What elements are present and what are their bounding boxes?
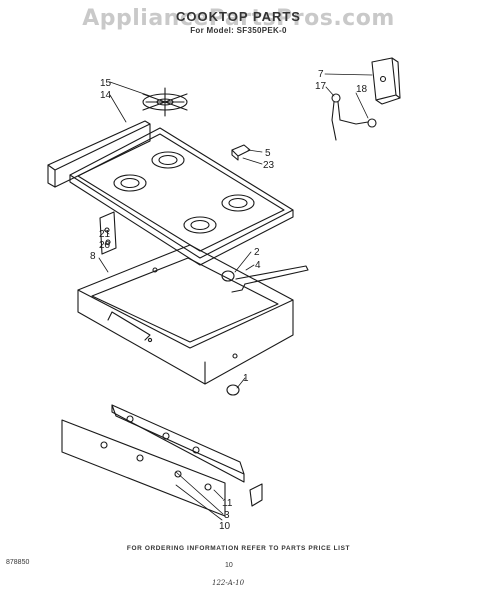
ordering-info-note: FOR ORDERING INFORMATION REFER TO PARTS … [126, 545, 351, 552]
callout-7: 7 [318, 69, 324, 80]
spark-module [331, 57, 401, 141]
callout-17: 17 [315, 81, 327, 92]
watermark: AppliancePartsPros.com [82, 6, 395, 31]
gas-valve [221, 265, 309, 396]
callout-4: 4 [255, 260, 261, 271]
callout-8: 8 [90, 251, 96, 262]
document-number: 878850 [6, 559, 30, 566]
page-number: 10 [225, 562, 233, 569]
burner-grate [142, 87, 188, 117]
callout-11: 11 [222, 498, 233, 509]
callout-15: 15 [100, 78, 112, 89]
callout-18: 18 [356, 84, 368, 95]
burner-box [77, 244, 294, 385]
callout-2: 2 [254, 247, 260, 258]
callout-21: 21 [99, 229, 111, 240]
callout-14: 14 [100, 90, 112, 101]
callout-5: 5 [265, 148, 271, 159]
callout-labels: 15 14 5 23 7 17 18 21 20 8 2 4 1 11 3 10 [90, 69, 368, 532]
callout-10: 10 [219, 521, 231, 532]
model-subtitle: For Model: SF350PEK-0 [190, 26, 287, 35]
cooktop [69, 127, 294, 266]
rear-trim-strip [47, 120, 151, 188]
page-title: COOKTOP PARTS [176, 9, 301, 24]
leader-lines [98, 73, 373, 521]
burner-clip [231, 144, 251, 161]
front-control-panel [61, 404, 263, 517]
callout-3: 3 [224, 510, 230, 521]
callout-23: 23 [263, 160, 275, 171]
callout-20: 20 [99, 240, 111, 251]
callout-1: 1 [243, 373, 249, 384]
handwritten-code: 122-A-10 [212, 579, 245, 587]
